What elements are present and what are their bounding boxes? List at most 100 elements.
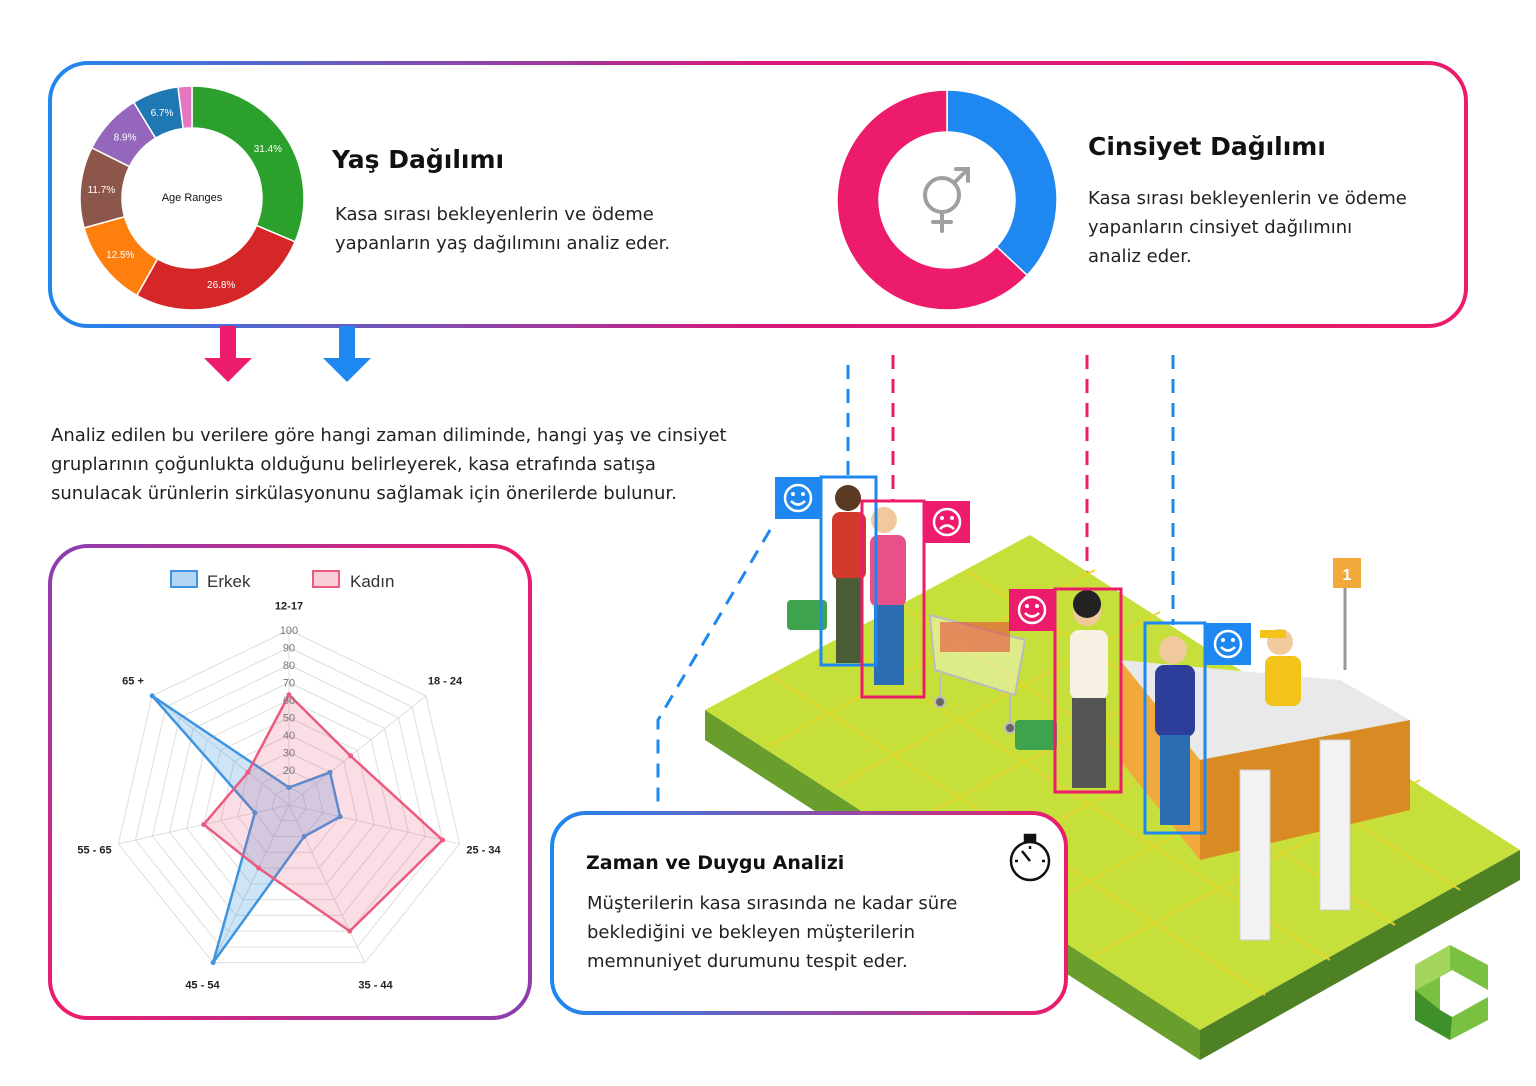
register-number-sign [1333,558,1361,588]
analysis-line: sunulacak ürünlerin sirkülasyonunu sağla… [51,483,677,504]
gender-donut-chart [836,89,1058,311]
blue-down-arrow [323,326,371,382]
radar-tick-label: 40 [283,730,295,742]
radar-point [337,814,343,820]
radar-category-label: 55 - 65 [77,844,111,856]
time-emotion-panel-bg [552,813,1066,1013]
radar-point [286,785,292,790]
stopwatch-icon [1009,833,1051,882]
customer-4 [1155,636,1195,825]
gender-section-title: Cinsiyet Dağılımı [1088,132,1326,161]
register-number: 1 [1343,567,1352,584]
radar-point [327,769,333,775]
radar-point [201,821,207,827]
dashed-guide-lines [656,355,1175,810]
detection-box-customer-1 [819,475,878,667]
radar-grid-ring [220,734,358,869]
age-donut-slice [177,85,193,130]
customer-3 [1015,590,1108,788]
radar-category-label: 65 + [122,676,144,688]
pink-down-arrow [204,326,252,382]
time-emotion-frame [550,811,1068,1015]
legend-swatch-erkek [170,570,198,588]
radar-category-label: 35 - 44 [358,980,393,992]
age-section-title: Yaş Dağılımı [332,145,505,174]
time-desc-line: beklediğini ve bekleyen müşterilerin [587,922,916,943]
time-section-title: Zaman ve Duygu Analizi [586,852,845,874]
radar-point [210,960,216,966]
age-donut-slice-label: 11.7% [88,185,116,196]
age-desc-line: yapanların yaş dağılımını analiz eder. [335,233,671,254]
time-section-description: Müşterilerin kasa sırasında ne kadar sür… [587,889,957,976]
radar-spoke [151,695,290,806]
radar-legend: Erkek Kadın [170,570,394,591]
detection-box-customer-3 [1053,587,1123,794]
radar-category-label: 45 - 54 [185,980,220,992]
legend-label-kadin: Kadın [350,572,394,591]
age-donut-slice-label: 6.7% [151,108,174,119]
radar-frame [48,544,532,1020]
age-section-description: Kasa sırası bekleyenlerin ve ödeme yapan… [335,200,670,258]
radar-tick-label: 90 [283,643,295,655]
brand-logo [1415,945,1488,1040]
radar-point [347,928,353,934]
gender-desc-line: Kasa sırası bekleyenlerin ve ödeme [1088,188,1407,209]
radar-grid-ring [271,786,307,822]
radar-series-kadın [201,692,445,933]
gender-donut-slice [946,89,1058,277]
radar-spoke [288,804,366,963]
gender-section-description: Kasa sırası bekleyenlerin ve ödeme yapan… [1088,184,1407,271]
radar-tick-label: 50 [283,713,295,725]
cashier [1260,629,1301,706]
gender-desc-line: yapanların cinsiyet dağılımını [1088,217,1353,238]
age-donut-slice-label: 26.8% [207,280,235,291]
radar-point [149,693,155,699]
legend-swatch-kadin [312,570,340,588]
radar-point [245,769,251,775]
time-desc-line: Müşterilerin kasa sırasında ne kadar sür… [587,893,958,914]
age-donut-slice-label: 31.4% [254,144,282,155]
radar-series-erkek [151,694,342,964]
legend-label-erkek: Erkek [207,572,251,591]
age-donut-center-label: Age Ranges [162,192,223,204]
radar-grid-ring [134,646,444,948]
age-donut-slice-label: 12.5% [106,250,134,261]
radar-tick-label: 60 [283,695,295,707]
gender-symbol-icon [923,167,970,233]
radar-tick-label: 80 [283,660,295,672]
checkout-illustration: 1 [656,355,1520,1060]
detection-boxes [819,475,1207,835]
radar-tick-label: 100 [280,625,298,637]
top-frame [48,61,1468,328]
analysis-line: Analiz edilen bu verilere göre hangi zam… [51,425,727,446]
radar-point [301,834,307,840]
radar-grid-ring [203,716,375,885]
gender-desc-line: analiz eder. [1088,246,1192,267]
radar-tick-label: 70 [283,678,295,690]
radar-point [252,810,258,816]
detection-box-customer-2 [860,499,926,699]
radar-point [286,692,292,698]
happy-face-icon [1009,589,1055,631]
time-desc-line: memnuniyet durumunu tespit eder. [587,951,908,972]
analysis-line: gruplarının çoğunlukta olduğunu belirley… [51,454,656,475]
radar-grid-ring [151,664,427,932]
radar-grid-ring [254,769,324,838]
radar-spoke [288,804,460,845]
radar-category-label: 12-17 [275,601,303,613]
gender-donut-slice [836,89,1029,311]
radar-tick-label: 20 [283,765,295,777]
age-donut-chart: 31.4% 26.8% 12.5% 11.7% 8.9% 6.7% Age Ranges [79,85,305,311]
age-donut-slice [191,85,305,243]
shopping-cart [928,613,1027,734]
radar-spoke [288,695,427,806]
radar-category-label: 25 - 34 [466,844,501,856]
age-donut-slice [135,224,297,311]
age-donut-slice-label: 8.9% [114,132,137,143]
radar-spoke [212,804,290,963]
detection-box-customer-4 [1143,621,1207,835]
sad-face-icon [924,501,970,543]
radar-point [256,865,262,871]
